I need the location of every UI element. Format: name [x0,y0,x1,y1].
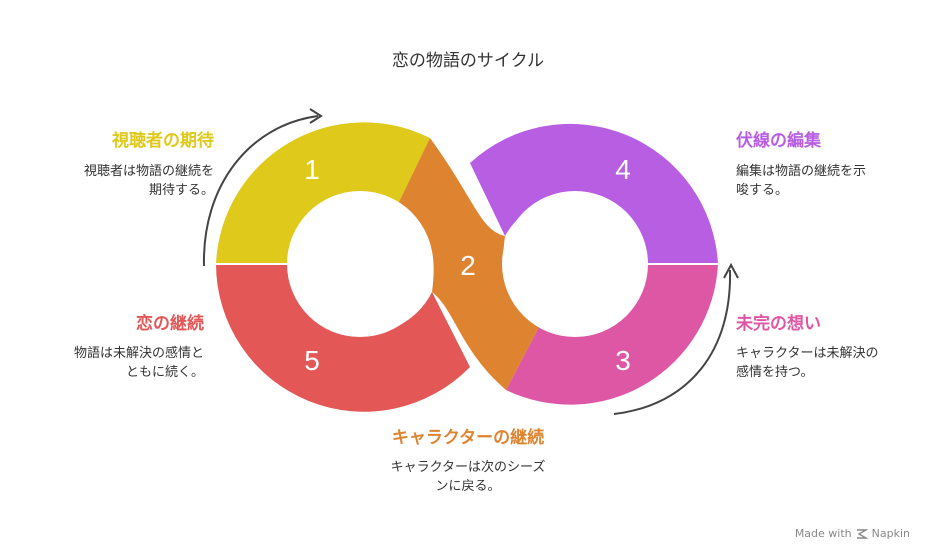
step-4-label: 伏線の編集 [736,131,821,151]
segment-2 [398,138,540,390]
segment-5 [216,264,470,412]
arrowhead-left-icon [309,108,323,124]
step-5-label: 恋の継続 [136,314,204,334]
cycle-arrow-left [202,115,319,267]
step-5-description: 物語は未解決の感情と ともに続く。 [73,346,204,380]
arrowhead-right-icon [723,262,739,279]
footer-brand: Napkin [871,527,910,540]
segment-3 [506,264,718,405]
step-number-1: 1 [304,154,320,185]
napkin-logo-icon [856,528,868,539]
step-2-label: キャラクターの継続 [391,428,545,448]
footer-made-with: Made with [794,527,852,540]
footer: Made with Napkin [795,527,910,540]
step-number-3: 3 [615,345,631,376]
step-number-5: 5 [304,345,320,376]
step-4-description: 編集は物語の継続を示 唆する。 [736,164,867,198]
segment-1 [216,122,430,264]
step-3-description: キャラクターは未解決の 感情を持つ。 [736,346,879,380]
step-1-label: 視聴者の期待 [112,131,214,151]
cycle-arrow-right [613,269,732,415]
diagram-title: 恋の物語のサイクル [391,51,545,71]
step-2-description: キャラクターは次のシーズ ンに戻る。 [390,460,546,494]
step-number-2: 2 [460,250,476,281]
step-1-description: 視聴者は物語の継続を 期待する。 [83,164,214,198]
step-number-4: 4 [615,154,631,185]
step-3-label: 未完の想い [736,314,821,334]
